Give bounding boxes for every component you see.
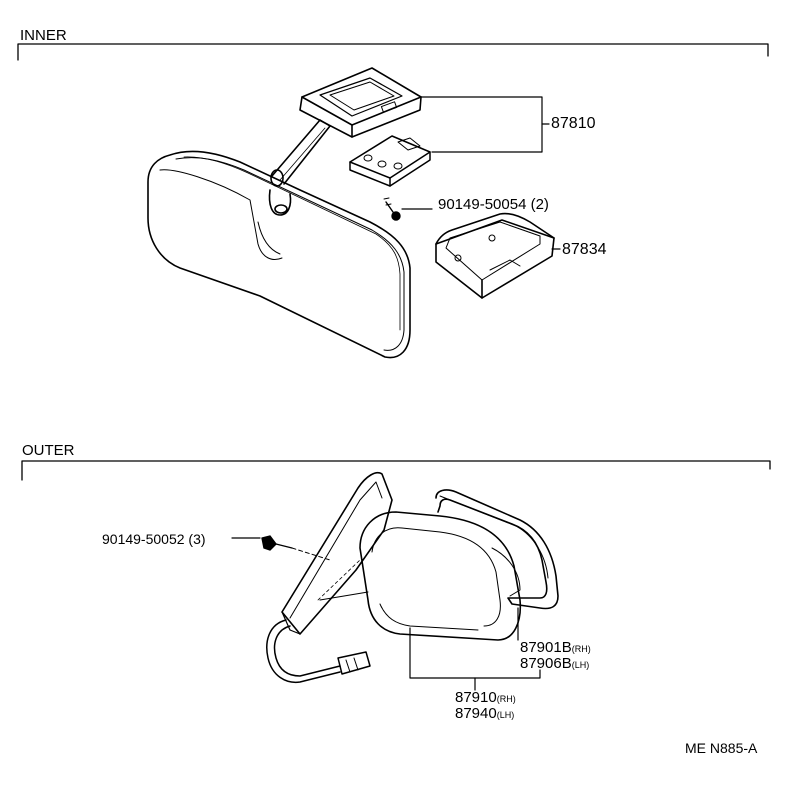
- outer-mirror-glass: [435, 489, 559, 610]
- part-number-mirror-lh[interactable]: 87940(LH): [455, 706, 514, 721]
- outer-screw-qty: (3): [188, 531, 206, 547]
- outer-leader-lines: [231, 537, 541, 691]
- glass-rh-side: (RH): [571, 644, 591, 654]
- section-label-outer: OUTER: [22, 442, 75, 459]
- part-number-87834[interactable]: 87834: [562, 241, 607, 258]
- mirror-mount-base: [299, 67, 422, 138]
- glass-rh-number: 87901B: [520, 639, 572, 656]
- part-number-mirror-rh[interactable]: 87910(RH): [455, 690, 516, 705]
- part-number-87810[interactable]: 87810: [551, 115, 596, 132]
- part-number-outer-screw[interactable]: 90149-50052 (3): [102, 532, 206, 546]
- part-number-inner-screw[interactable]: 90149-50054 (2): [438, 197, 549, 212]
- mirror-lh-side: (LH): [496, 710, 515, 720]
- part-number-glass-lh[interactable]: 87906B(LH): [520, 656, 589, 671]
- mirror-rh-side: (RH): [496, 694, 516, 704]
- mirror-rh-number: 87910: [455, 689, 497, 706]
- inner-rearview-mirror: [147, 150, 411, 359]
- figure-code: ME N885-A: [685, 740, 758, 756]
- outer-mirror-wire-harness: [266, 619, 371, 684]
- outer-section-bracket: [21, 460, 771, 481]
- section-label-inner: INNER: [20, 27, 67, 44]
- mirror-cover: [435, 212, 555, 299]
- glass-lh-side: (LH): [571, 660, 590, 670]
- outer-mirror-base: [281, 472, 393, 635]
- mounting-clip-plate: [349, 135, 431, 187]
- inner-screw-icon: [383, 197, 401, 221]
- mirror-lh-number: 87940: [455, 705, 497, 722]
- part-number-glass-rh[interactable]: 87901B(RH): [520, 640, 591, 655]
- outer-screw-icon: [261, 535, 331, 561]
- mirror-stay: [268, 119, 331, 216]
- inner-screw-number: 90149-50054: [438, 196, 527, 213]
- outer-mirror-housing: [319, 511, 522, 641]
- glass-lh-number: 87906B: [520, 655, 572, 672]
- outer-screw-number: 90149-50052: [102, 531, 185, 547]
- inner-screw-qty: (2): [530, 196, 549, 213]
- inner-leader-lines: [401, 96, 561, 250]
- inner-section-bracket: [17, 43, 769, 61]
